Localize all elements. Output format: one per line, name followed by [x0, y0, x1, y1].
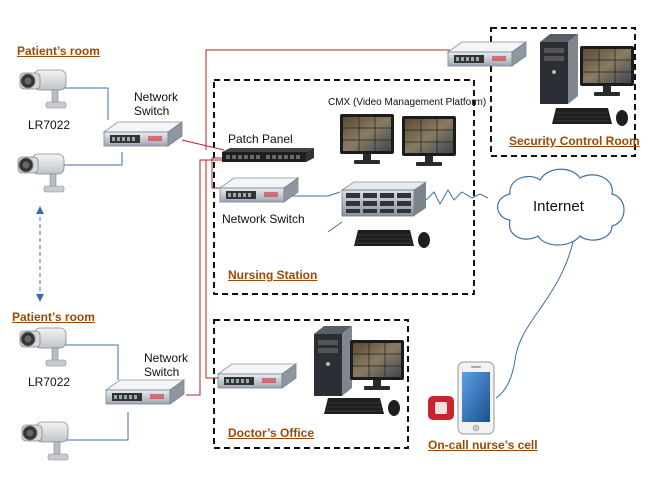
monitor-station-1-icon: [339, 113, 395, 165]
camera-model-bottom-label: LR7022: [28, 375, 71, 389]
camera-bottom-2-icon: [21, 421, 69, 461]
network-switch-security-icon: [447, 41, 527, 67]
network-switch-top-icon: [103, 121, 183, 147]
nursing-station-zone: [213, 79, 475, 295]
monitor-station-2-icon: [401, 115, 457, 167]
security-control-room-zone: [490, 27, 636, 157]
keyboard-office-icon: [323, 397, 401, 417]
pc-tower-office-icon: [314, 326, 352, 396]
internet-to-phone-link: [495, 237, 575, 399]
keyboard-station-icon: [353, 229, 431, 249]
camera-bottom-1-icon: [19, 327, 67, 367]
server-icon: [340, 181, 428, 217]
camera-model-top-label: LR7022: [28, 118, 71, 132]
network-switch-office-icon: [217, 363, 297, 389]
internet-cloud: [497, 168, 625, 246]
app-icon: [428, 396, 454, 420]
security-control-room-label: Security Control Room: [509, 134, 640, 148]
monitor-security-icon: [579, 45, 635, 97]
patch-panel-label: Patch Panel: [228, 132, 293, 146]
internet-link-lightning: [423, 189, 489, 206]
red-links: [181, 49, 450, 396]
network-switch-bottom-icon: [105, 379, 185, 405]
doctors-office-zone: [213, 319, 409, 449]
network-switch-station-label: Network Switch: [222, 212, 305, 226]
monitor-office-icon: [349, 339, 405, 391]
network-switch-top-label: Network Switch: [134, 90, 179, 118]
cmx-label: CMX (Video Management Platform): [328, 97, 487, 108]
nursing-station-label: Nursing Station: [228, 268, 318, 282]
camera-top-1-icon: [19, 69, 67, 109]
blue-links: [48, 87, 343, 441]
patch-panel-icon: [222, 148, 314, 162]
patients-room-bottom-label: Patient’s room: [12, 310, 95, 324]
keyboard-security-icon: [551, 107, 629, 127]
phone-icon: [457, 361, 495, 435]
network-switch-station-icon: [219, 177, 299, 203]
oncall-nurse-cell-label: On-call nurse’s cell: [428, 438, 538, 452]
patients-room-top-label: Patient’s room: [17, 44, 100, 58]
doctors-office-label: Doctor’s Office: [228, 426, 315, 440]
network-switch-bottom-label: Network Switch: [144, 351, 189, 379]
internet-label: Internet: [533, 198, 584, 215]
camera-top-2-icon: [17, 153, 65, 193]
pc-tower-security-icon: [540, 34, 578, 104]
